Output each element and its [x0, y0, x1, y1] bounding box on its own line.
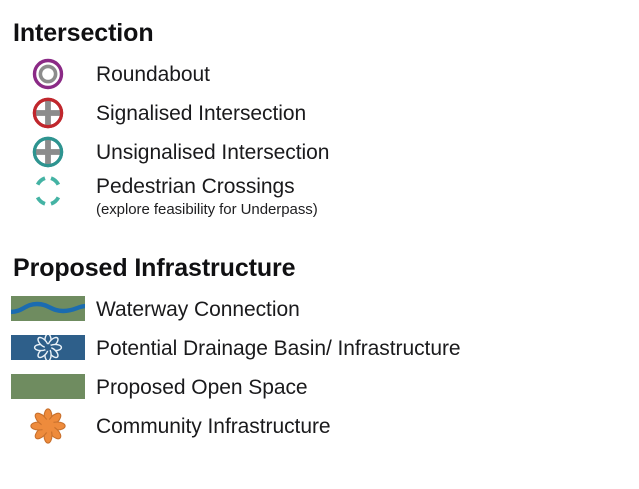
legend-item-sublabel: (explore feasibility for Underpass) [96, 201, 318, 218]
signalised-intersection-swatch [0, 93, 96, 132]
drainage-basin-swatch [11, 335, 85, 360]
signalised-intersection-label-wrap: Signalised Intersection [96, 93, 639, 133]
legend-item-community-infrastructure: Community Infrastructure [0, 406, 639, 445]
section-title-proposed-infrastructure: Proposed Infrastructure [13, 254, 296, 282]
open-space-label-wrap: Proposed Open Space [96, 367, 639, 407]
community-infrastructure-label-wrap: Community Infrastructure [96, 406, 639, 446]
community-infrastructure-icon [30, 407, 66, 444]
unsignalised-intersection-swatch [0, 132, 96, 171]
drainage-basin-swatch-cell [0, 328, 96, 367]
roundabout-swatch [0, 54, 96, 93]
drainage-basin-label-wrap: Potential Drainage Basin/ Infrastructure [96, 328, 639, 368]
legend-item-label: Pedestrian Crossings [96, 175, 295, 198]
signalised-intersection-icon [32, 97, 64, 128]
unsignalised-intersection-label-wrap: Unsignalised Intersection [96, 132, 639, 172]
open-space-swatch-cell [0, 367, 96, 406]
waterway-connection-label-wrap: Waterway Connection [96, 289, 639, 329]
flower-glyph [33, 335, 63, 360]
section-title-intersection: Intersection [13, 19, 154, 47]
legend-item-label: Unsignalised Intersection [96, 141, 330, 164]
pedestrian-crossings-label-wrap: Pedestrian Crossings (explore feasibilit… [96, 171, 639, 218]
pedestrian-crossing-swatch [0, 171, 96, 210]
legend-item-label: Proposed Open Space [96, 376, 308, 399]
pedestrian-crossing-icon [35, 175, 61, 206]
roundabout-icon [32, 58, 64, 89]
legend-item-label: Signalised Intersection [96, 102, 307, 125]
legend-item-roundabout: Roundabout [0, 54, 639, 93]
legend-item-label: Potential Drainage Basin/ Infrastructure [96, 337, 461, 360]
waterway-connection-swatch-cell [0, 289, 96, 328]
legend-item-label: Community Infrastructure [96, 415, 331, 438]
legend-item-open-space: Proposed Open Space [0, 367, 639, 406]
legend-item-signalised-intersection: Signalised Intersection [0, 93, 639, 132]
legend-item-drainage-basin: Potential Drainage Basin/ Infrastructure [0, 328, 639, 367]
unsignalised-intersection-icon [32, 136, 64, 167]
open-space-swatch [11, 374, 85, 399]
community-infrastructure-swatch [0, 406, 96, 445]
roundabout-label-wrap: Roundabout [96, 54, 639, 94]
legend-items-intersection: Roundabout Signalised Intersection [0, 54, 639, 229]
legend-items-proposed-infrastructure: Waterway Connection [0, 289, 639, 445]
legend-item-unsignalised-intersection: Unsignalised Intersection [0, 132, 639, 171]
legend-item-waterway-connection: Waterway Connection [0, 289, 639, 328]
legend-item-label: Roundabout [96, 63, 210, 86]
legend-item-label: Waterway Connection [96, 298, 300, 321]
legend-item-pedestrian-crossings: Pedestrian Crossings (explore feasibilit… [0, 171, 639, 229]
legend-section-proposed-infrastructure: Proposed Infrastructure Waterway Connect… [0, 253, 639, 445]
legend-section-intersection: Intersection Roundabout [0, 18, 639, 229]
waterway-connection-swatch [11, 296, 85, 321]
